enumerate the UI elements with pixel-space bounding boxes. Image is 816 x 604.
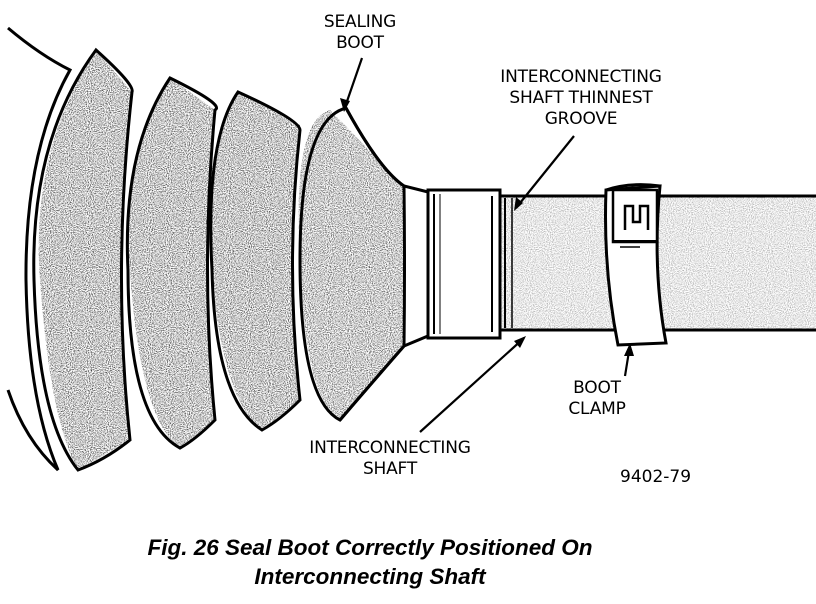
label-shaft-thinnest-groove: INTERCONNECTING SHAFT THINNEST GROOVE [466,67,696,130]
label-boot-clamp-line1: BOOT [573,378,621,398]
label-sealing-boot: SEALING BOOT [300,12,420,54]
label-shaft-line2: SHAFT [362,459,418,479]
label-groove-line1: INTERCONNECTING [500,67,662,87]
label-groove-line3: GROOVE [544,109,618,129]
label-boot-clamp: BOOT CLAMP [537,378,657,420]
label-interconnecting-shaft: INTERCONNECTING SHAFT [280,438,500,480]
arrow-heads [340,98,634,356]
label-sealing-boot-line1: SEALING [323,12,397,32]
label-boot-clamp-line2: CLAMP [568,399,626,419]
label-sealing-boot-line2: BOOT [336,33,384,53]
caption-line2: Interconnecting Shaft [254,564,486,589]
figure-caption: Fig. 26 Seal Boot Correctly Positioned O… [60,533,680,591]
sealing-boot-bellows [6,26,406,472]
caption-line1: Fig. 26 Seal Boot Correctly Positioned O… [147,535,593,560]
boot-clamp-drawing [604,183,668,347]
label-shaft-line1: INTERCONNECTING [309,438,471,458]
label-groove-line2: SHAFT THINNEST [509,88,653,108]
figure-number: 9402-79 [620,467,692,487]
